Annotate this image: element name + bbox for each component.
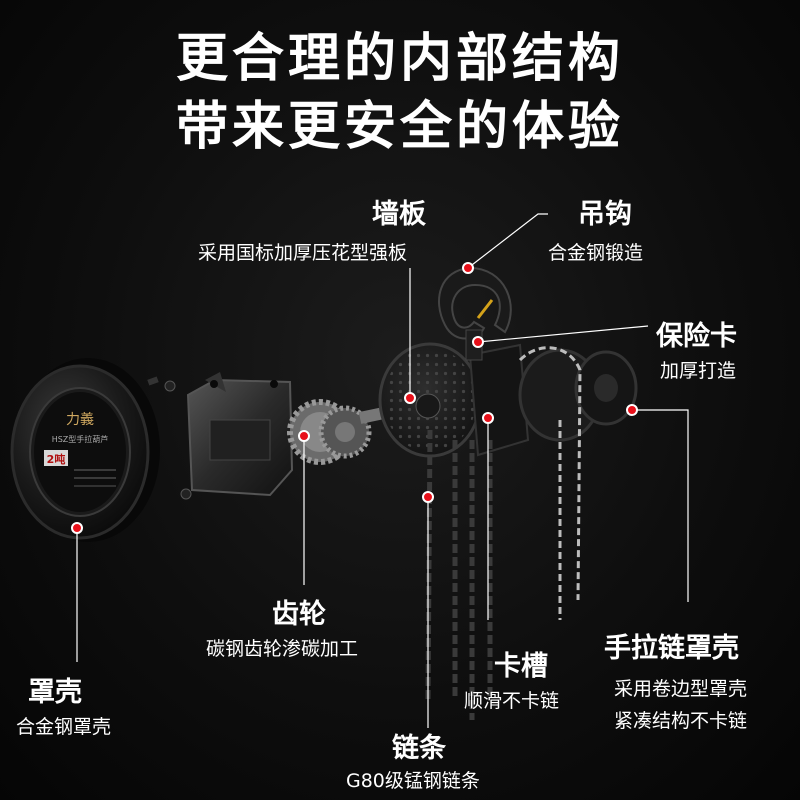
slot-desc: 顺滑不卡链 — [464, 690, 560, 712]
cover-title: 罩壳 — [28, 677, 82, 708]
slot-title: 卡槽 — [494, 651, 548, 682]
load-chains — [425, 429, 493, 720]
wall-plate-title: 墙板 — [372, 199, 426, 230]
gear-assembly — [287, 399, 401, 465]
marker-hook — [462, 262, 474, 274]
cover-model: HSZ型手拉葫芦 — [52, 434, 109, 444]
chain-desc: G80级锰钢链条 — [346, 770, 480, 792]
cover-brand: 力義 — [66, 411, 94, 428]
screw-parts — [147, 376, 192, 500]
safety-latch-desc: 加厚打造 — [660, 360, 737, 382]
marker-slot — [482, 412, 494, 424]
headline-line-2-text: 带来更安全的体验 — [175, 97, 624, 157]
marker-chain — [422, 491, 434, 503]
wall-plate — [378, 342, 482, 458]
cover-desc: 合金钢罩壳 — [16, 716, 112, 738]
chain-cover-title: 手拉链罩壳 — [604, 633, 739, 664]
cover-housing: 力義 HSZ型手拉葫芦 2吨 — [10, 358, 160, 542]
marker-safety-latch — [472, 336, 484, 348]
gear-desc: 碳钢齿轮渗碳加工 — [206, 638, 359, 660]
cover-capacity: 2吨 — [47, 452, 66, 466]
chain-cover-desc-2: 紧凑结构不卡链 — [614, 710, 748, 732]
marker-wall-plate — [404, 392, 416, 404]
hook-title: 吊钩 — [578, 199, 632, 230]
hand-chain — [518, 346, 582, 620]
hoist-body — [468, 343, 638, 457]
chain-cover-desc-1: 采用卷边型罩壳 — [614, 678, 748, 700]
red-markers — [71, 262, 638, 534]
marker-cover — [71, 522, 83, 534]
gear-title: 齿轮 — [272, 599, 326, 630]
safety-latch-title: 保险卡 — [656, 321, 737, 352]
hook-desc: 合金钢锻造 — [548, 242, 644, 264]
chain-title: 链条 — [392, 733, 446, 764]
mounting-bracket — [186, 372, 294, 497]
marker-chain-cover — [626, 404, 638, 416]
marker-gear — [298, 430, 310, 442]
headline-line-1-text: 更合理的内部结构 — [175, 29, 624, 89]
cover-capacity-badge — [44, 450, 68, 466]
leader-lines — [76, 213, 689, 728]
wall-plate-desc: 采用国标加厚压花型强板 — [198, 242, 408, 264]
